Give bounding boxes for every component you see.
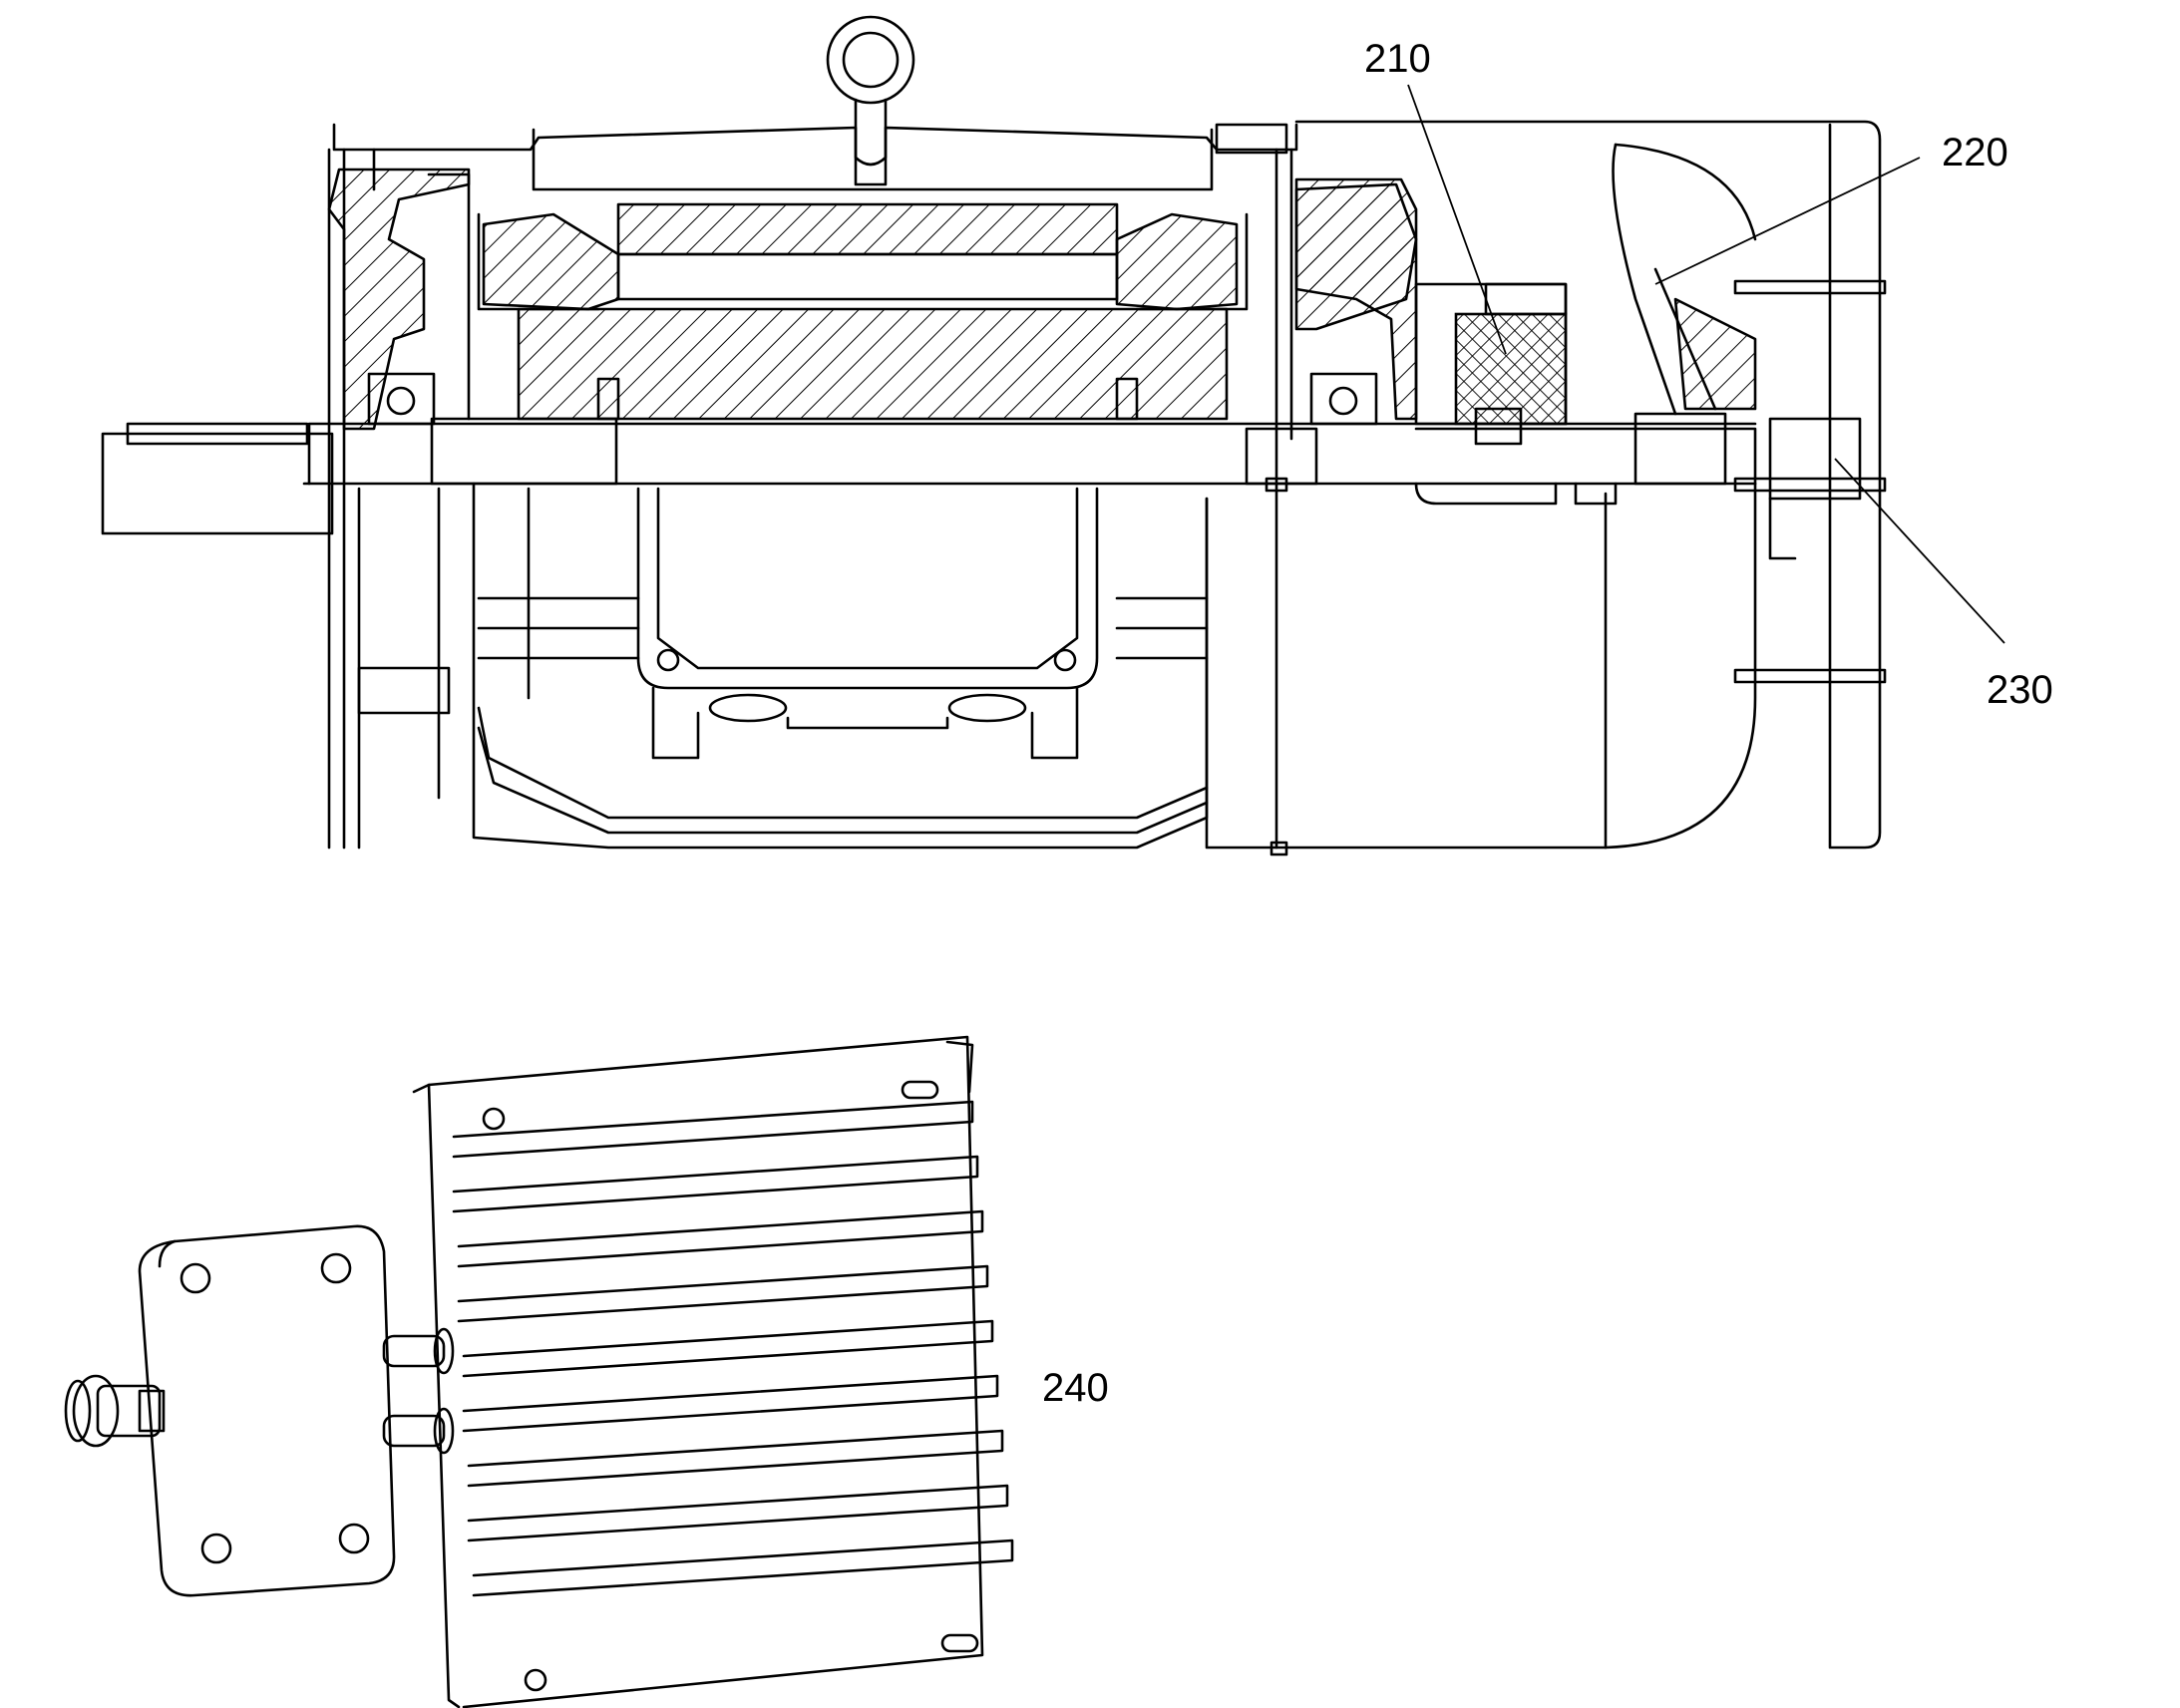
terminal-box	[636, 487, 1099, 760]
svg-text:230: 230	[1987, 668, 2053, 712]
frame-bottom	[472, 482, 1209, 850]
stator-core	[616, 202, 1119, 256]
ref-230: 230	[1834, 458, 2053, 712]
fan-cowl	[1294, 120, 1882, 850]
stator-end-left	[482, 212, 620, 311]
rotor-core	[517, 307, 1229, 421]
heat-sink-fins	[452, 1100, 1014, 1597]
frame-top	[332, 123, 1298, 186]
lifting-eye	[826, 15, 915, 167]
fan-220	[1612, 143, 1757, 416]
ref-240: 240	[1042, 1366, 1109, 1410]
encoder-230	[1768, 417, 1862, 501]
connector-box	[64, 1224, 455, 1597]
svg-text:210: 210	[1364, 37, 1431, 81]
ref-210: 210	[1364, 37, 1507, 355]
motor-cross-section	[101, 15, 1887, 856]
stator-end-right	[1115, 212, 1239, 311]
brake-module-210	[1414, 282, 1757, 506]
ref-220: 220	[1654, 131, 2008, 285]
shaft	[101, 417, 1757, 535]
drive-module-240	[64, 1035, 1014, 1708]
svg-text:220: 220	[1942, 131, 2008, 174]
drive-end-shield	[327, 168, 471, 431]
svg-text:240: 240	[1042, 1366, 1109, 1410]
